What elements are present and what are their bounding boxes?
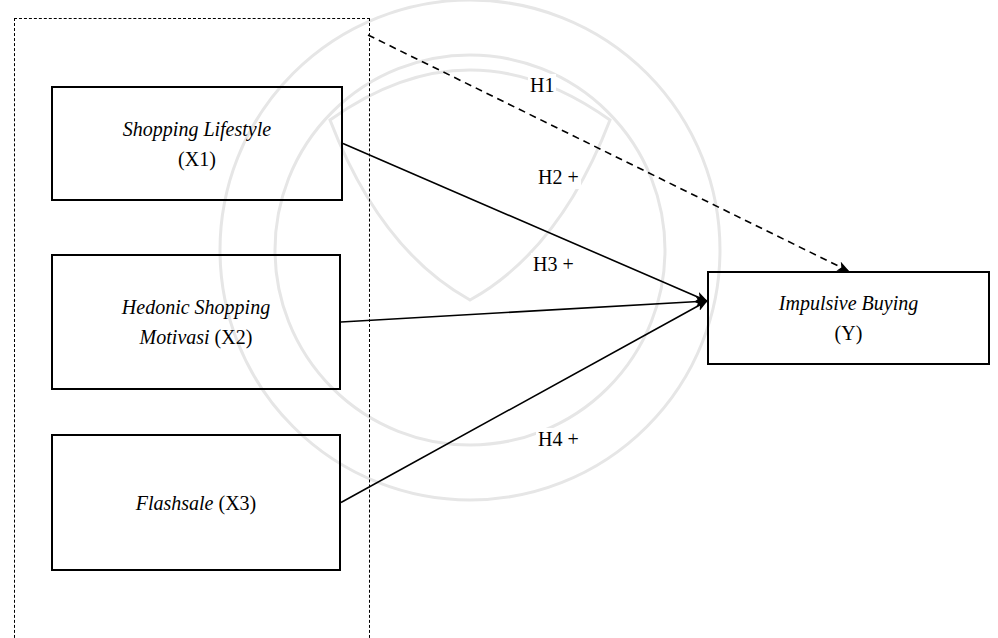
dashed-group: Shopping Lifestyle(X1) Hedonic Shopping M… xyxy=(14,18,370,638)
box-text: Impulsive Buying(Y) xyxy=(779,288,918,348)
hypothesis-arrow xyxy=(343,144,707,302)
variable-name: Impulsive Buying xyxy=(779,288,918,318)
watermark-emblem xyxy=(330,70,610,300)
variable-name: Flashsale xyxy=(136,492,214,514)
hypothesis-label: H3 + xyxy=(531,253,576,276)
hypothesis-label: H4 + xyxy=(536,428,581,451)
variable-code: (X1) xyxy=(123,144,271,174)
hypothesis-arrow xyxy=(341,301,707,322)
box-text: Hedonic Shopping Motivasi (X2) xyxy=(96,292,296,352)
variable-box: Hedonic Shopping Motivasi (X2) xyxy=(51,254,341,390)
box-text: Shopping Lifestyle(X1) xyxy=(123,114,271,174)
watermark-ring xyxy=(275,55,665,445)
variable-box: Flashsale (X3) xyxy=(51,434,341,571)
hypothesis-arrow xyxy=(368,35,849,271)
hypothesis-label: H2 + xyxy=(536,166,581,189)
variable-code: (X2) xyxy=(215,326,253,348)
variable-code: (X3) xyxy=(219,492,257,514)
variable-box: Impulsive Buying(Y) xyxy=(707,271,990,365)
variable-name: Shopping Lifestyle xyxy=(123,114,271,144)
watermark-ring xyxy=(220,0,720,500)
hypothesis-arrow xyxy=(341,301,707,503)
variable-box: Shopping Lifestyle(X1) xyxy=(51,86,343,201)
variable-code: (Y) xyxy=(779,318,918,348)
hypothesis-label: H1 xyxy=(528,74,556,97)
box-text: Flashsale (X3) xyxy=(136,488,257,518)
